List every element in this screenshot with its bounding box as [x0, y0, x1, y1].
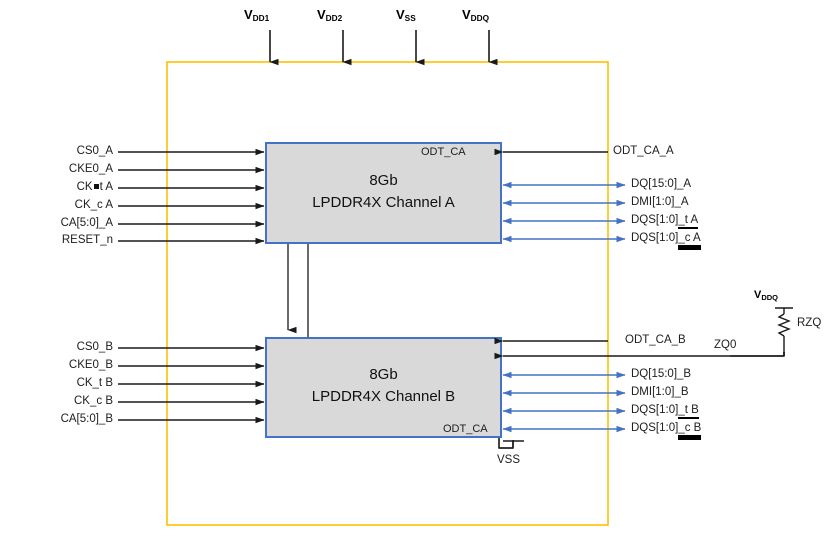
signal-label-dq-a: DQ[15:0]_A: [631, 178, 692, 190]
interblock-connectors: [287, 244, 309, 338]
signal-label-dqs-c-b: DQS[1:0]_c B: [631, 422, 702, 440]
signal-label-ck-c-a: CK_c A: [74, 199, 113, 211]
channel-a-data-lines: [502, 181, 626, 243]
channel-b-title-line2: LPDDR4X Channel B: [311, 387, 456, 405]
signal-label-dmi-a: DMI[1:0]_A: [631, 196, 689, 208]
channel-a-input-lines: [118, 148, 265, 245]
channel-a-odt-internal-label: ODT_CA: [421, 146, 466, 158]
signal-label-dqs-t-b: DQS[1:0]_t B: [631, 404, 699, 419]
channel-a-title: 8Gb LPDDR4X Channel A: [266, 170, 501, 214]
channel-b-title-line1: 8Gb: [369, 366, 398, 383]
channel-b-title: 8Gb LPDDR4X Channel B: [266, 364, 501, 408]
power-label-vddq: VDDQ: [462, 7, 490, 23]
signal-label-dq-b: DQ[15:0]_B: [631, 368, 692, 380]
signal-label-odt-ca-a: ODT_CA_A: [613, 145, 674, 157]
rzq-resistor: [775, 307, 793, 356]
signal-label-dmi-b: DMI[1:0]_B: [631, 386, 689, 398]
signal-label-ck-c-b: CK_c B: [74, 395, 113, 407]
channel-b-odt-ground: [498, 438, 524, 449]
channel-a-title-line1: 8Gb: [369, 172, 398, 189]
power-label-vdd1: VDD1: [244, 7, 270, 23]
signal-label-odt-ca-b: ODT_CA_B: [625, 334, 686, 346]
signal-label-dqs-t-a: DQS[1:0]_t A: [631, 214, 699, 229]
channel-b-odt-internal-label: ODT_CA: [443, 423, 488, 435]
power-label-vddq-zq: VDDQ: [754, 289, 779, 302]
signal-label-ck-t-b: CK_t B: [76, 377, 113, 389]
zq0-net: [494, 352, 785, 360]
signal-label-cke0-b: CKE0_B: [68, 359, 113, 371]
channel-b-data-lines: [502, 371, 626, 433]
power-label-vss: VSS: [396, 7, 416, 23]
vss-ground-label: VSS: [497, 454, 521, 466]
signal-label-ca-b: CA[5:0]_B: [60, 413, 113, 425]
package-boundary: [166, 61, 609, 526]
channel-a-title-line2: LPDDR4X Channel A: [312, 193, 455, 211]
power-rail-arrows: [269, 30, 498, 66]
signal-label-reset-n: RESET_n: [61, 234, 113, 246]
channel-b-input-lines: [118, 344, 265, 424]
signal-label-cs0-b: CS0_B: [76, 341, 113, 353]
channel-a-block[interactable]: [265, 142, 502, 244]
signal-label-ca-a: CA[5:0]_A: [60, 217, 113, 229]
channel-b-block[interactable]: [265, 337, 502, 438]
signal-label-cs0-a: CS0_A: [76, 145, 113, 157]
signal-label-cke0-a: CKE0_A: [68, 163, 113, 175]
signal-label-dqs-c-a: DQS[1:0]_c A: [631, 232, 701, 250]
signal-label-zq0: ZQ0: [714, 339, 737, 351]
power-label-vdd2: VDD2: [317, 7, 343, 23]
label-rzq: RZQ: [797, 317, 822, 329]
underscore-glyph: [93, 184, 99, 190]
